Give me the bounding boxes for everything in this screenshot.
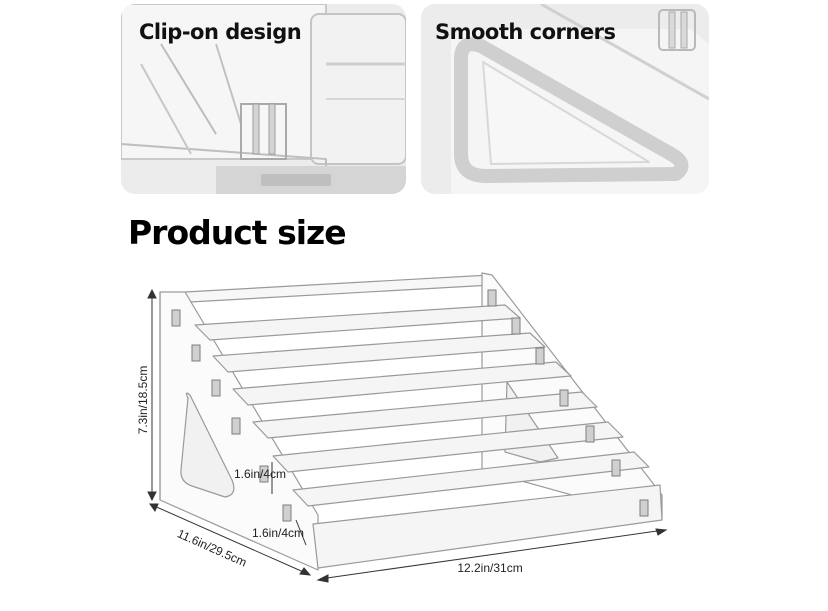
clip-on-detail-image: [121, 4, 406, 194]
display-rack-drawing: [147, 272, 668, 583]
smooth-corners-detail-image: [421, 4, 709, 194]
step-depth-dimension-label: 1.6in/4cm: [252, 526, 305, 540]
width-dimension-label: 12.2in/31cm: [457, 561, 523, 575]
clip-on-design-panel: Clip-on design: [121, 4, 406, 194]
panel-label-clip-on: Clip-on design: [139, 20, 302, 44]
panel-label-smooth-corners: Smooth corners: [435, 20, 616, 44]
section-title: Product size: [128, 213, 347, 252]
height-dimension-label: 7.3in/18.5cm: [136, 365, 150, 435]
smooth-corners-panel: Smooth corners: [421, 4, 709, 194]
step-height-dimension-label: 1.6in/4cm: [234, 467, 287, 481]
product-size-diagram: 7.3in/18.5cm 11.6in/29.5cm 12.2in/31cm 1…: [0, 260, 828, 611]
